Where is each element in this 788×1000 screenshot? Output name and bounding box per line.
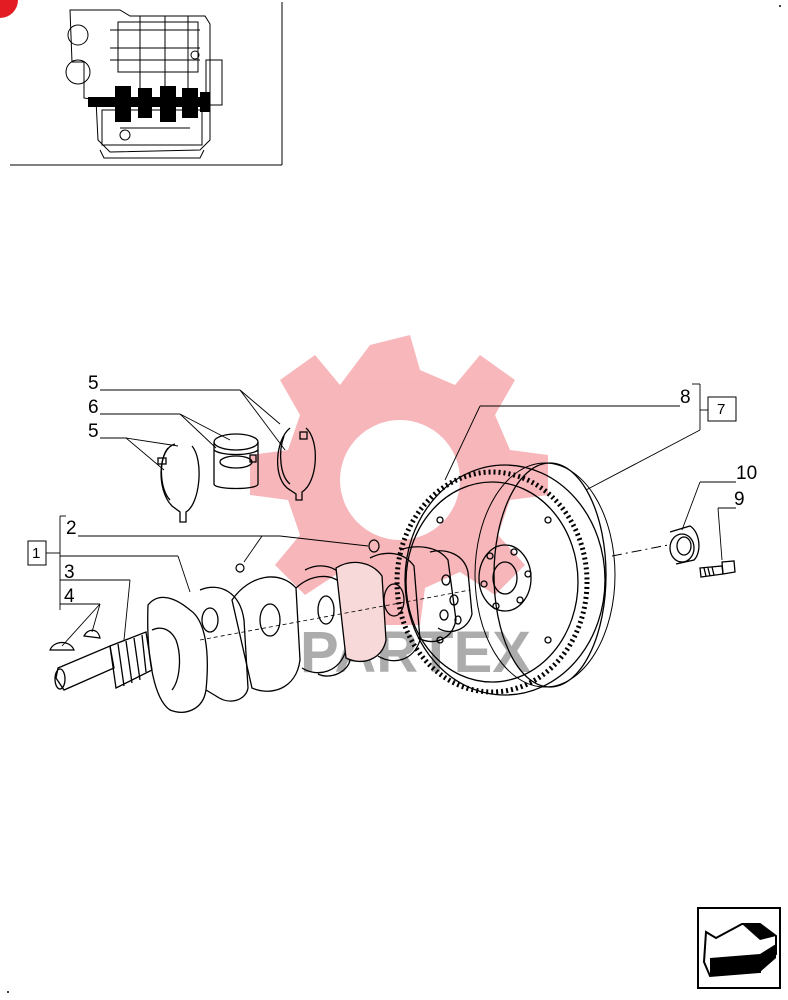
callout-9: 9 <box>734 489 745 510</box>
stray-dot <box>7 991 9 993</box>
callout-2: 2 <box>66 518 77 539</box>
dowel-pin[interactable] <box>235 539 380 573</box>
watermark-gear-icon <box>250 335 548 625</box>
engine-thumbnail[interactable] <box>10 2 283 166</box>
thrust-bearing-shell[interactable] <box>213 433 259 490</box>
assembly-axis-line <box>611 544 669 557</box>
leader-lines <box>46 383 736 647</box>
highlighted-crankshaft <box>88 86 210 122</box>
crankshaft[interactable] <box>54 546 473 713</box>
callout-6: 6 <box>88 397 99 418</box>
callout-3: 3 <box>64 562 75 583</box>
main-bearing-shell-right[interactable] <box>277 427 317 501</box>
partex-watermark: PARTEX <box>250 335 548 685</box>
pilot-bushing[interactable] <box>669 525 700 565</box>
callout-5-upper: 5 <box>88 373 99 394</box>
stray-dot <box>779 5 781 7</box>
next-page-arrow-icon[interactable] <box>697 907 781 989</box>
callout-8: 8 <box>680 387 691 408</box>
boxed-callout-1[interactable]: 1 <box>27 540 47 566</box>
callout-10: 10 <box>736 463 757 484</box>
boxed-callout-7[interactable]: 7 <box>707 396 737 422</box>
callout-5-lower: 5 <box>88 421 99 442</box>
callout-1: 1 <box>32 545 40 562</box>
callout-7: 7 <box>717 401 725 418</box>
engine-block-outline <box>65 9 223 159</box>
callout-labels: 5 6 5 2 3 4 8 10 9 <box>64 373 757 607</box>
flywheel[interactable] <box>394 462 616 696</box>
woodruff-keys[interactable] <box>49 629 101 651</box>
callout-4: 4 <box>64 586 75 607</box>
main-bearing-shell-left[interactable] <box>157 443 200 523</box>
flywheel-bolt[interactable] <box>699 560 736 578</box>
corner-mark <box>0 0 18 18</box>
